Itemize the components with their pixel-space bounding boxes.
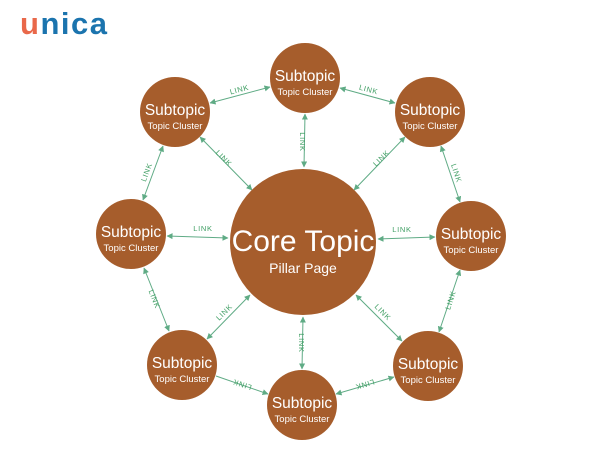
- link-label: LINK: [231, 377, 252, 392]
- subtopic-subtitle: Topic Cluster: [155, 374, 210, 385]
- unica-logo: unica: [20, 4, 108, 44]
- subtopic-subtitle: Topic Cluster: [278, 87, 333, 98]
- link-line-topleft-left: [142, 145, 164, 201]
- link-line-bottomright-core: [355, 294, 403, 342]
- subtopic-node-left: Subtopic Topic Cluster: [96, 199, 166, 269]
- link-line-bottom-bottomright: [335, 375, 395, 396]
- link-line-bottomleft-bottom: [215, 375, 269, 396]
- subtopic-node-bottom-right: Subtopic Topic Cluster: [393, 331, 463, 401]
- subtopic-title: Subtopic: [398, 356, 459, 373]
- link-label: LINK: [443, 290, 458, 311]
- subtopic-subtitle: Topic Cluster: [275, 414, 330, 425]
- link-label: LINK: [297, 333, 306, 352]
- subtopic-circle: [436, 201, 506, 271]
- core-topic-circle: [230, 169, 376, 315]
- link-line-topleft-top: [209, 85, 271, 105]
- subtopic-title: Subtopic: [272, 395, 333, 412]
- subtopic-title: Subtopic: [400, 102, 461, 119]
- link-label: LINK: [358, 83, 379, 97]
- subtopic-node-bottom-left: Subtopic Topic Cluster: [147, 330, 217, 400]
- link-line-topleft-core: [199, 136, 253, 191]
- link-line-left-core: [166, 233, 229, 241]
- link-label: LINK: [354, 377, 375, 391]
- subtopic-subtitle: Topic Cluster: [403, 121, 458, 132]
- link-line-right-bottomright: [437, 269, 462, 333]
- subtopic-node-top-right: Subtopic Topic Cluster: [395, 77, 465, 147]
- subtopic-circle: [270, 43, 340, 113]
- subtopic-circle: [393, 331, 463, 401]
- link-label: LINK: [449, 163, 464, 184]
- subtopic-title: Subtopic: [275, 68, 336, 85]
- link-line-bottomleft-core: [206, 294, 251, 340]
- link-label: LINK: [371, 148, 391, 168]
- link-label: LINK: [392, 225, 411, 234]
- subtopic-title: Subtopic: [101, 224, 162, 241]
- link-line-bottom-core: [299, 316, 306, 370]
- link-line-right-core: [377, 234, 436, 242]
- subtopic-subtitle: Topic Cluster: [444, 245, 499, 256]
- subtopic-circle: [147, 330, 217, 400]
- subtopic-circle: [140, 77, 210, 147]
- link-line-top-topright: [339, 86, 396, 105]
- subtopic-title: Subtopic: [441, 226, 502, 243]
- link-label: LINK: [214, 302, 234, 322]
- logo-letter-u: u: [20, 6, 41, 41]
- subtopic-subtitle: Topic Cluster: [401, 375, 456, 386]
- link-line-left-bottomleft: [143, 267, 170, 332]
- logo-letters-nica: nica: [40, 6, 109, 41]
- link-label: LINK: [229, 83, 250, 97]
- subtopic-title: Subtopic: [152, 355, 213, 372]
- subtopic-circle: [267, 370, 337, 440]
- link-label: LINK: [373, 302, 393, 322]
- link-label: LINK: [139, 161, 154, 182]
- link-label: LINK: [298, 132, 307, 151]
- subtopic-node-top: Subtopic Topic Cluster: [270, 43, 340, 113]
- core-topic-title: Core Topic: [232, 225, 375, 258]
- link-label: LINK: [193, 224, 212, 233]
- subtopic-node-top-left: Subtopic Topic Cluster: [140, 77, 210, 147]
- link-line-topright-core: [353, 136, 406, 191]
- subtopic-title: Subtopic: [145, 102, 206, 119]
- link-line-topright-right: [439, 145, 462, 203]
- subtopic-circle: [395, 77, 465, 147]
- core-topic-subtitle: Pillar Page: [269, 260, 337, 276]
- link-label: LINK: [147, 288, 162, 309]
- link-label: LINK: [214, 148, 234, 168]
- subtopic-subtitle: Topic Cluster: [104, 243, 159, 254]
- subtopic-node-right: Subtopic Topic Cluster: [436, 201, 506, 271]
- link-line-top-core: [301, 113, 308, 168]
- subtopic-node-bottom: Subtopic Topic Cluster: [267, 370, 337, 440]
- subtopic-subtitle: Topic Cluster: [148, 121, 203, 132]
- core-topic-node: Core Topic Pillar Page: [230, 169, 376, 315]
- subtopic-circle: [96, 199, 166, 269]
